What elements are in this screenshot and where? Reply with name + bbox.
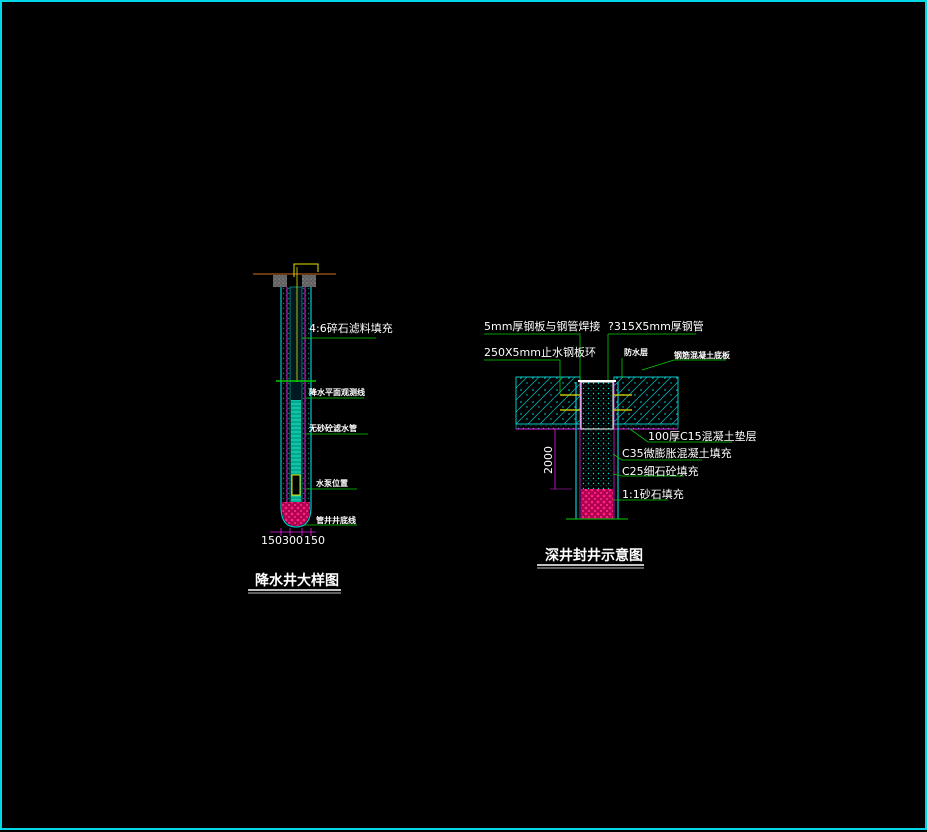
ground-block-right [302,275,316,287]
dim-150-right: 150 [304,534,325,547]
slab-left [515,376,581,425]
cushion-right [613,423,679,430]
depth-label: 2000 [542,446,555,474]
dim-150-left: 150 [261,534,282,547]
well-sealing-detail: 2000 5mm厚钢板与钢管焊接 ?315X5mm厚钢管 250X5mm止水钢板… [484,319,757,569]
cushion-left [515,423,581,430]
label-steel-pipe: ?315X5mm厚钢管 [608,319,704,333]
pump [291,474,301,496]
label-steel-plate-weld: 5mm厚钢板与钢管焊接 [484,319,600,333]
label-waterproof: 防水层 [624,347,648,357]
riser-pipe [293,263,319,277]
label-water-stop-ring: 250X5mm止水钢板环 [484,345,596,359]
slab-right [613,376,679,425]
water-stop-ring [560,394,632,411]
water-column [291,400,301,502]
label-filter-pipe: 无砂砼滤水管 [308,423,357,433]
bottom-fill [282,502,310,526]
label-cushion: 100厚C15混凝土垫层 [648,429,757,443]
label-c25: C25细石砼填充 [622,464,699,478]
dewatering-well-detail: 4:6碎石滤料填充 降水平面观测线 无砂砼滤水管 水泵位置 管井井底线 150 … [248,263,393,594]
left-leaders [302,337,376,526]
sand-fill [581,489,613,519]
dim-300: 300 [282,534,303,547]
label-slab: 钢筋混凝土底板 [674,350,731,360]
right-detail-title: 深井封井示意图 [545,547,643,564]
label-well-bottom: 管井井底线 [316,515,356,525]
label-gravel-fill: 4:6碎石滤料填充 [309,321,393,335]
c35-fill-top [580,381,614,430]
ground-block-left [273,275,287,287]
label-pump-position: 水泵位置 [315,478,348,488]
well-outer-wall [280,287,312,528]
left-detail-title: 降水井大样图 [255,572,339,589]
label-c35: C35微膨胀混凝土填充 [622,446,732,460]
dimension-ticks [280,528,312,536]
label-sand: 1:1砂石填充 [622,487,684,501]
label-water-level: 降水平面观测线 [309,387,365,397]
right-leaders [484,333,732,501]
c25-fill [581,429,613,489]
